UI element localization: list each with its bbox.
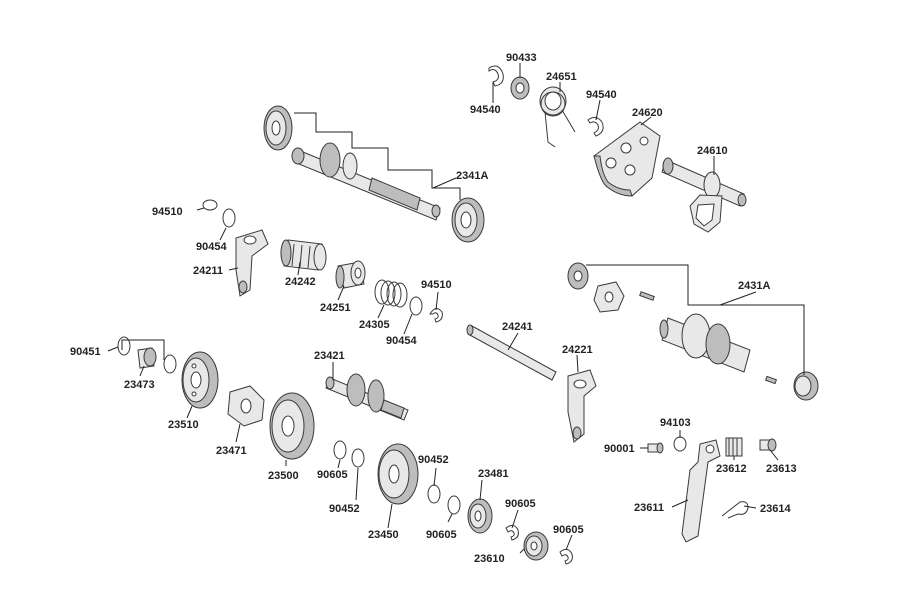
circlip-90605-a [333,440,347,460]
kick-starter-shaft-24610 [661,157,747,233]
washer-90451 [117,336,131,356]
label-90605-a: 90605 [317,469,348,481]
spring-23614 [721,501,749,519]
label-23473: 23473 [124,379,155,391]
label-24651: 24651 [546,71,577,83]
bolt-90001 [647,442,664,454]
gear-23450 [377,443,419,505]
label-23614: 23614 [760,503,791,515]
label-23481: 23481 [478,468,509,480]
label-23450: 23450 [368,529,399,541]
pin-23613 [759,438,777,452]
label-24211: 24211 [193,265,223,277]
label-23610: 23610 [474,553,505,565]
label-24251: 24251 [320,302,351,314]
washer-right-90451 [163,354,177,374]
label-90452-a: 90452 [418,454,449,466]
gear-23481 [467,498,493,534]
label-24620: 24620 [632,107,663,119]
label-90433: 90433 [506,52,537,64]
label-90605-b: 90605 [426,529,457,541]
label-24610: 24610 [697,145,728,157]
part-number-labels: 90433 24651 94540 94540 24620 24610 2341… [70,52,797,565]
shift-fork-24221 [567,369,597,443]
washer-90452-b [427,484,441,504]
shift-fork-24211 [235,229,269,297]
label-90605-d: 90605 [553,524,584,536]
label-94103: 94103 [660,417,691,429]
washer-94103 [673,436,687,452]
label-23471: 23471 [216,445,247,457]
gear-23510 [181,351,219,409]
label-24221: 24221 [562,344,593,356]
label-94540-right: 94540 [586,89,617,101]
washer-90454-left [222,208,236,228]
circlip-90605-d [559,548,573,565]
countershaft-23421 [325,373,409,421]
circlip-94540-left [488,65,504,87]
label-90454-right: 90454 [386,335,417,347]
label-90452-b: 90452 [329,503,360,515]
leader-lines [107,63,805,554]
circlip-94540-right [587,116,604,137]
label-23612: 23612 [716,463,747,475]
circlip-94510-left [202,199,218,211]
gear-23471 [227,385,265,427]
label-90605-c: 90605 [505,498,536,510]
shift-fork-shaft-24241 [466,324,557,381]
washer-90452-a [351,448,365,468]
label-94510-left: 94510 [152,206,183,218]
spring-23612 [725,437,743,457]
needle-bearing-24242 [280,239,327,271]
label-90001: 90001 [604,443,635,455]
label-23613: 23613 [766,463,797,475]
label-24305: 24305 [359,319,390,331]
label-94510-right: 94510 [421,279,452,291]
label-23500: 23500 [268,470,299,482]
label-24241: 24241 [502,321,533,333]
kick-spring-24651 [539,86,576,148]
cam-stopper-24251 [335,260,366,289]
washer-90454-right [409,296,423,316]
circlip-90605-b [447,495,461,515]
label-24242: 24242 [285,276,316,288]
label-23510: 23510 [168,419,199,431]
gear-23610 [523,531,549,561]
shift-drum-assembly-2431A [567,262,819,401]
bushing-23473 [137,347,157,369]
label-2431A: 2431A [738,280,770,292]
label-23611: 23611 [634,502,664,514]
kick-gear-segment-24620 [593,121,661,197]
label-23421: 23421 [314,350,345,362]
label-90451: 90451 [70,346,101,358]
washer-90433 [510,76,530,100]
label-90454-left: 90454 [196,241,227,253]
gear-23500 [269,392,315,460]
mainshaft-2341A [263,105,485,243]
shift-lever-23611 [681,439,721,543]
label-94540-left: 94540 [470,104,501,116]
circlip-90605-c [505,524,519,541]
label-2341A: 2341A [456,170,488,182]
circlip-94510-right [429,308,443,323]
spring-24305 [374,279,408,308]
